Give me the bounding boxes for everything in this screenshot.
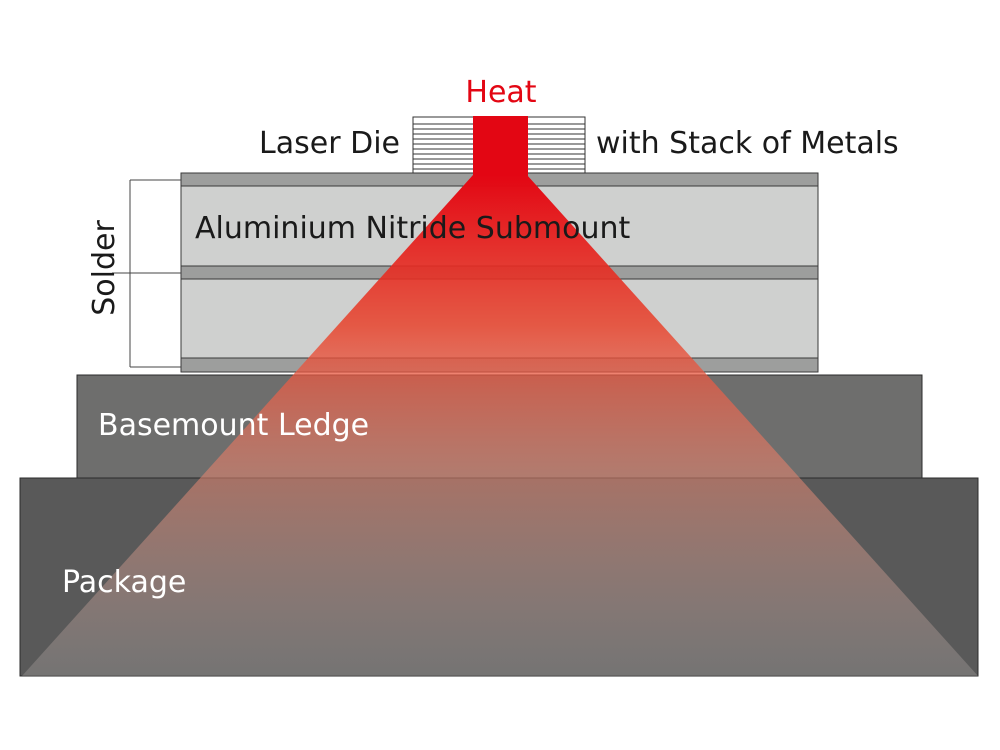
heat-source bbox=[473, 116, 528, 176]
package-label: Package bbox=[62, 565, 186, 600]
solder-label: Solder bbox=[87, 220, 122, 316]
laser-die-label: Laser Die bbox=[259, 126, 400, 161]
heat-label: Heat bbox=[465, 75, 536, 110]
basemount-ledge-label: Basemount Ledge bbox=[98, 408, 369, 443]
solder-bracket bbox=[112, 179, 181, 368]
heat-spread-cone bbox=[22, 175, 978, 676]
stack-of-metals-label: with Stack of Metals bbox=[596, 126, 899, 161]
submount-label: Aluminium Nitride Submount bbox=[195, 211, 631, 246]
